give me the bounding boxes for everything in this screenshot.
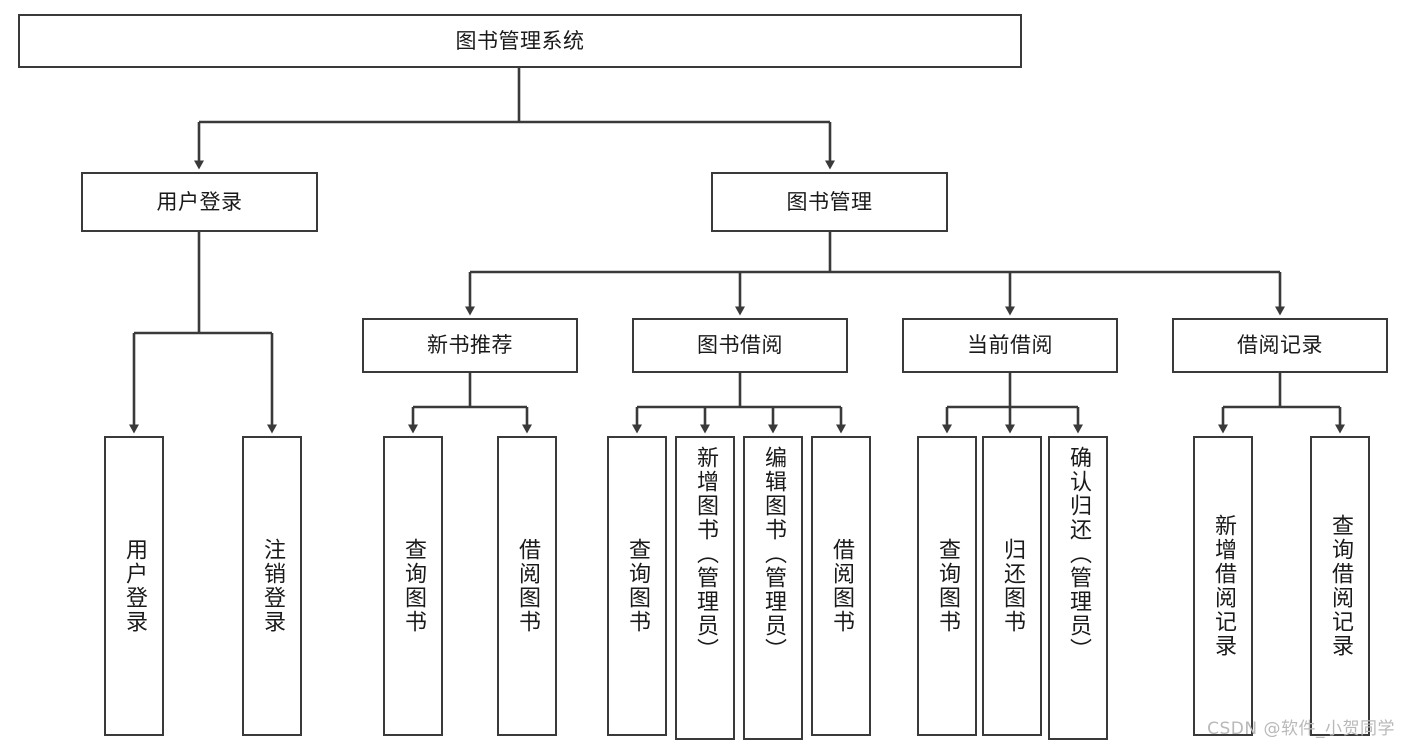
node-label: 新书推荐	[427, 333, 513, 358]
node-book-manage[interactable]: 图书管理	[711, 172, 948, 232]
leaf-borrow-book-borrow[interactable]: 借阅图书	[811, 436, 871, 736]
leaf-query-book-current[interactable]: 查询图书	[917, 436, 977, 736]
node-label: 用户登录	[156, 189, 243, 214]
node-label: 确认归还（管理员）	[1066, 446, 1091, 662]
node-label: 当前借阅	[967, 333, 1053, 358]
node-label: 图书管理系统	[455, 28, 585, 53]
leaf-user-login[interactable]: 用户登录	[104, 436, 164, 736]
node-label: 新增图书（管理员）	[693, 446, 718, 662]
node-label: 新增借阅记录	[1211, 514, 1236, 658]
node-new-book-recommend[interactable]: 新书推荐	[362, 318, 578, 373]
node-label: 编辑图书（管理员）	[761, 446, 786, 662]
leaf-add-borrow-record[interactable]: 新增借阅记录	[1193, 436, 1253, 736]
node-borrow-record[interactable]: 借阅记录	[1172, 318, 1388, 373]
node-label: 借阅图书	[515, 538, 540, 634]
leaf-logout-login[interactable]: 注销登录	[242, 436, 302, 736]
leaf-confirm-return[interactable]: 确认归还（管理员）	[1048, 436, 1108, 740]
node-user-login[interactable]: 用户登录	[81, 172, 318, 232]
node-label: 查询图书	[401, 538, 426, 634]
node-label: 归还图书	[1000, 538, 1025, 634]
node-label: 用户登录	[122, 538, 147, 634]
node-current-borrow[interactable]: 当前借阅	[902, 318, 1118, 373]
node-label: 图书借阅	[697, 333, 783, 358]
leaf-edit-book[interactable]: 编辑图书（管理员）	[743, 436, 803, 740]
leaf-return-book[interactable]: 归还图书	[982, 436, 1042, 736]
leaf-query-book-borrow[interactable]: 查询图书	[607, 436, 667, 736]
leaf-query-borrow-record[interactable]: 查询借阅记录	[1310, 436, 1370, 736]
node-label: 查询借阅记录	[1328, 514, 1353, 658]
node-label: 查询图书	[625, 538, 650, 634]
node-label: 借阅记录	[1237, 333, 1323, 358]
node-label: 图书管理	[786, 189, 873, 214]
leaf-query-book-recommend[interactable]: 查询图书	[383, 436, 443, 736]
leaf-add-book[interactable]: 新增图书（管理员）	[675, 436, 735, 740]
node-label: 查询图书	[935, 538, 960, 634]
node-label: 注销登录	[260, 538, 285, 634]
leaf-borrow-book-recommend[interactable]: 借阅图书	[497, 436, 557, 736]
node-book-borrow[interactable]: 图书借阅	[632, 318, 848, 373]
node-root-system[interactable]: 图书管理系统	[18, 14, 1022, 68]
node-label: 借阅图书	[829, 538, 854, 634]
watermark: CSDN @软件_小贺同学	[1207, 719, 1395, 739]
